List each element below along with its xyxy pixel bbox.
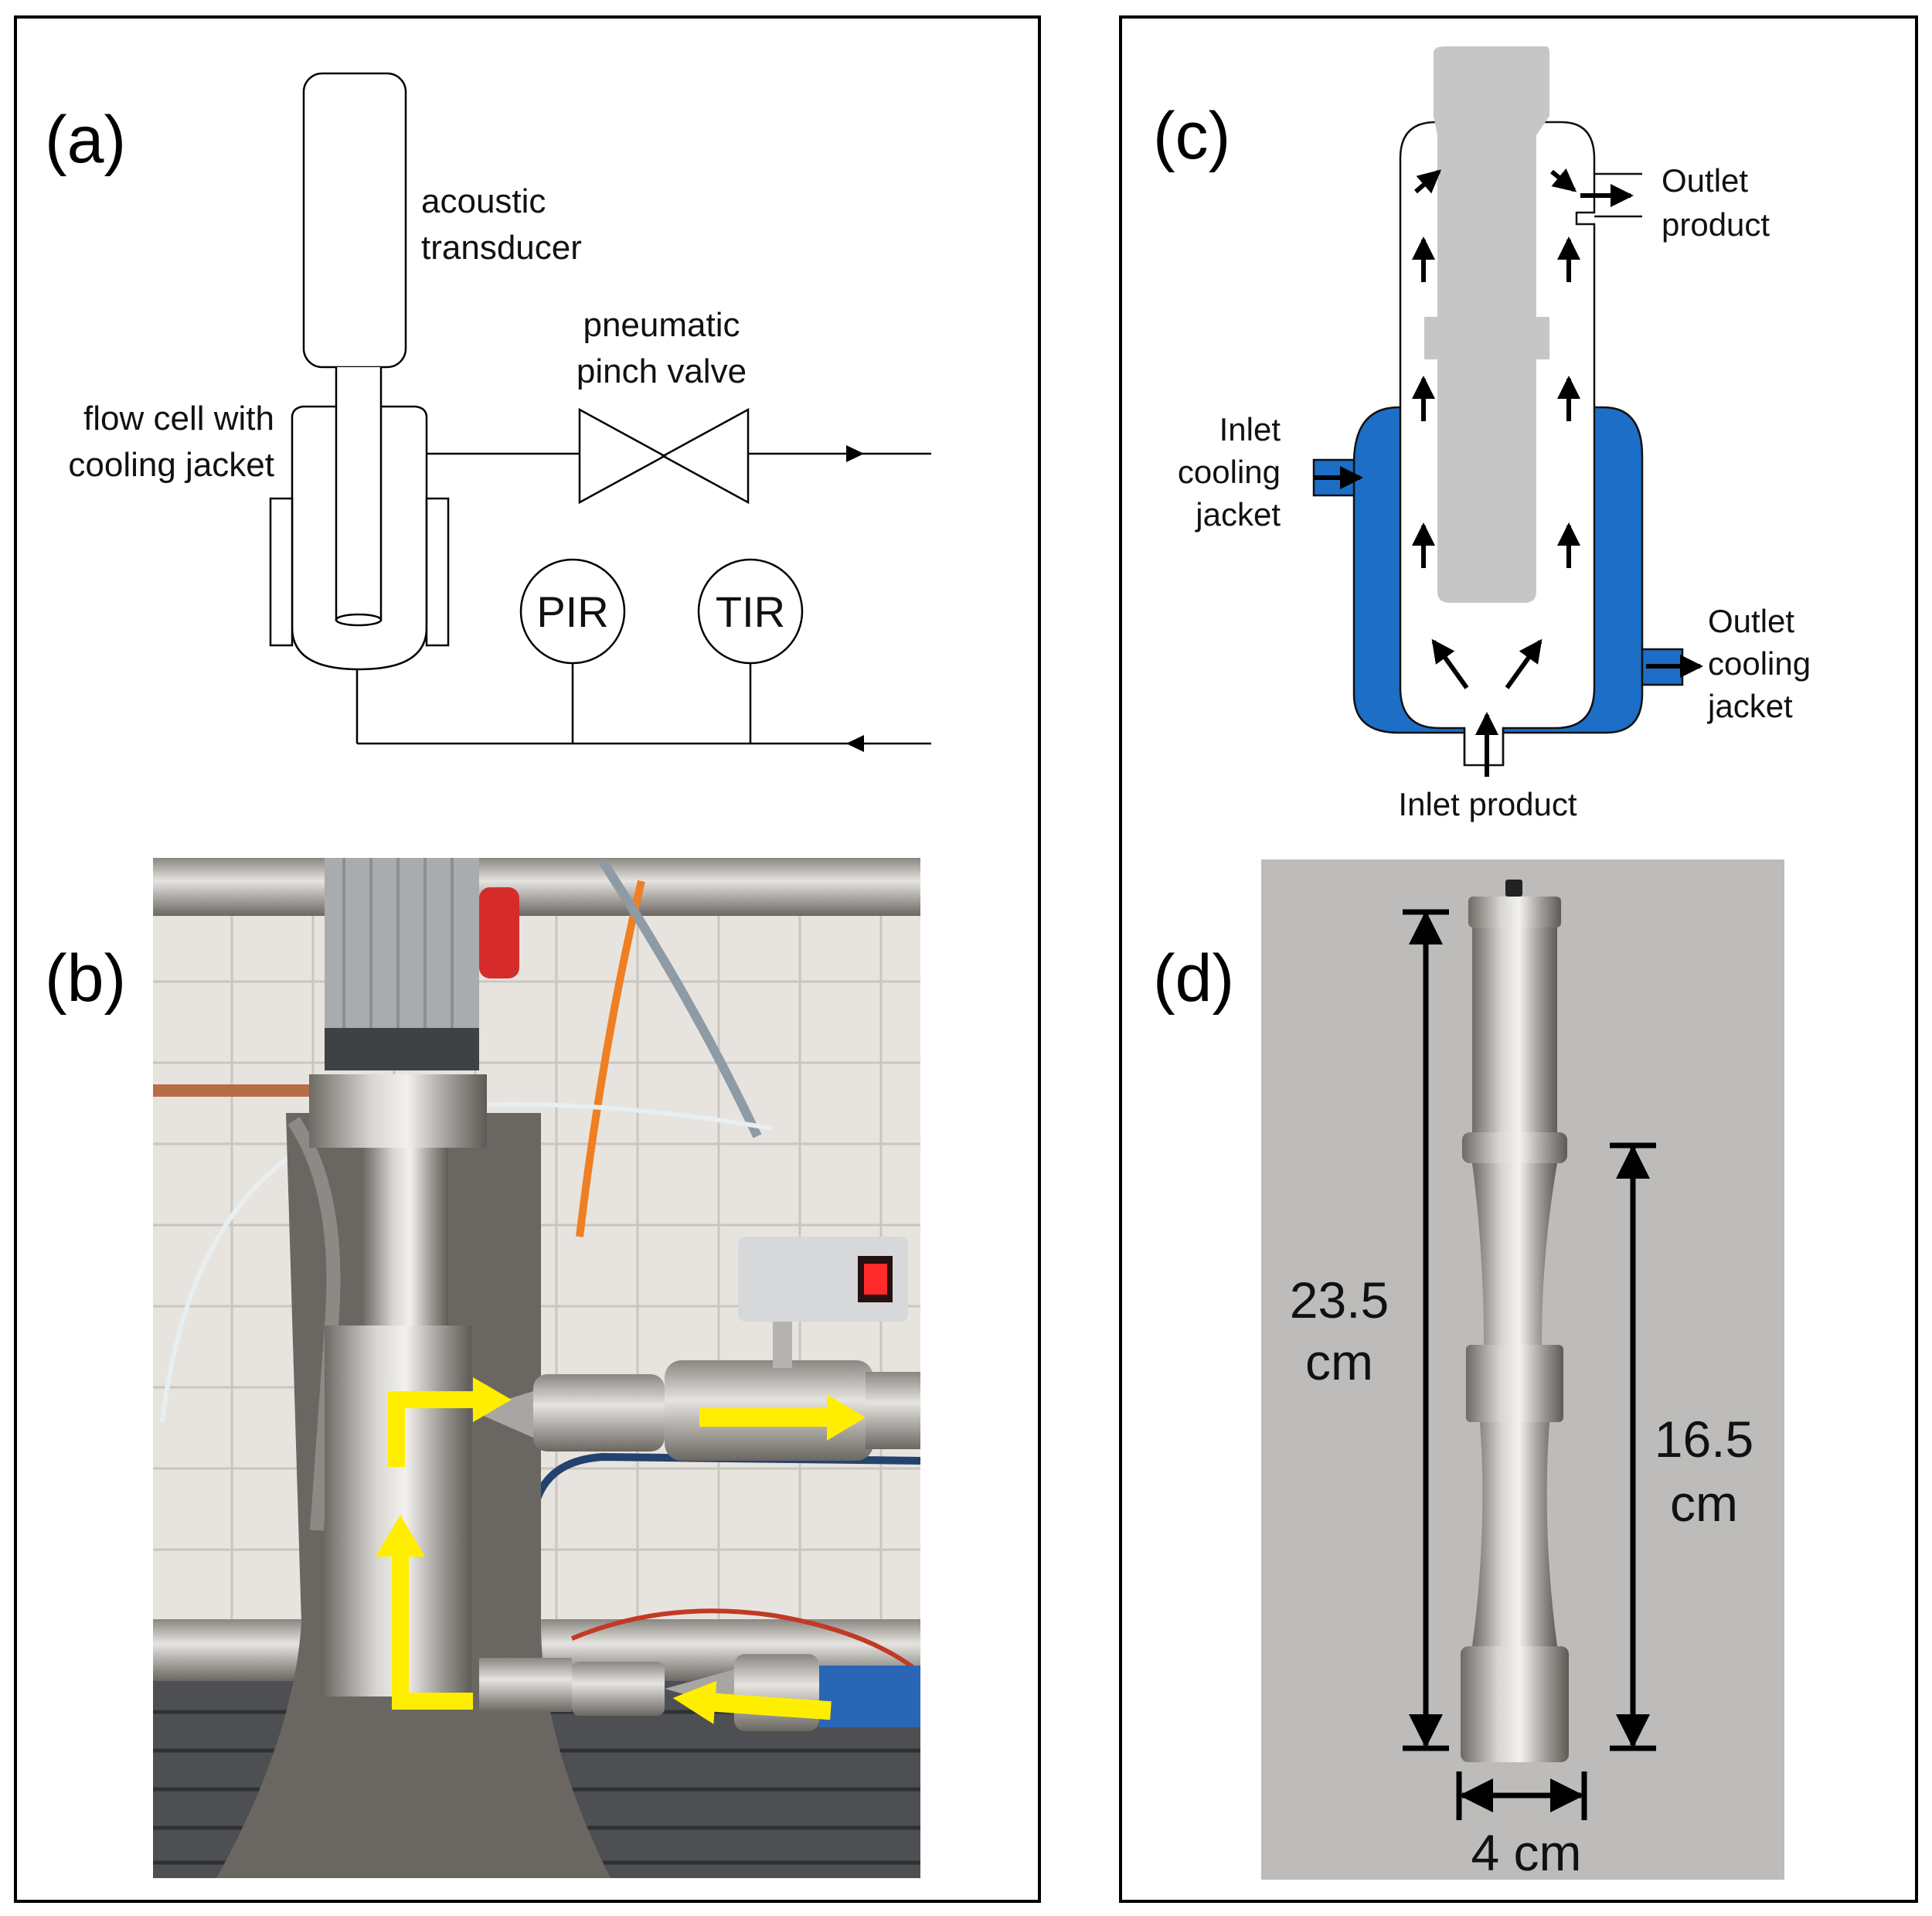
dim-total-value: 23.5	[1290, 1271, 1389, 1329]
panel-c: (c)	[1153, 46, 1811, 822]
acoustic-transducer	[302, 72, 407, 369]
outlet-product-label-1: Outlet	[1662, 162, 1748, 199]
panel-a-letter: (a)	[45, 103, 126, 177]
panel-b-photo: (b)	[45, 858, 920, 1878]
panel-d-letter: (d)	[1153, 941, 1234, 1016]
valve-label-line2: pinch valve	[577, 352, 747, 390]
dim-partial-value: 16.5	[1655, 1411, 1753, 1468]
outlet-product-label-2: product	[1662, 206, 1770, 243]
inlet-product-label: Inlet product	[1398, 786, 1577, 822]
sonotrode-probe	[335, 367, 383, 621]
dim-width-label: 4 cm	[1471, 1824, 1581, 1881]
panel-a: (a) PIR TIR acoustic transducer pneumati…	[45, 72, 931, 752]
inlet-arrow	[846, 735, 864, 752]
inlet-cooling-label-1: Inlet	[1219, 411, 1281, 448]
outlet-cooling-label-3: jacket	[1706, 688, 1793, 724]
outlet-arrow	[846, 445, 864, 462]
panel-c-letter: (c)	[1153, 99, 1230, 173]
product-inlet-nozzle	[1463, 728, 1505, 765]
product-outlet-nozzle	[1594, 172, 1642, 218]
sonotrode-grey	[1424, 46, 1549, 603]
sonotrode-photo	[1461, 880, 1569, 1762]
cooling-jacket-shape	[1352, 402, 1403, 403]
cooling-jacket-left	[269, 497, 294, 647]
panel-b-letter: (b)	[45, 941, 126, 1016]
left-panel-frame	[14, 15, 1041, 1903]
tir-indicator	[697, 558, 804, 665]
acoustic-label-line2: transducer	[421, 229, 582, 267]
pir-indicator	[519, 558, 626, 665]
acoustic-label-line1: acoustic	[421, 182, 546, 220]
pinch-valve-icon	[578, 407, 750, 505]
flowcell-label-line1: flow cell with	[83, 400, 274, 437]
valve-label-line1: pneumatic	[583, 306, 740, 344]
flow-arrows-c	[1314, 168, 1703, 777]
flowcell-label-line2: cooling jacket	[68, 446, 274, 484]
flow-arrows	[376, 1377, 866, 1724]
dimension-lines	[1403, 909, 1656, 1820]
probe-tip	[335, 613, 383, 627]
dim-partial-unit: cm	[1670, 1475, 1738, 1532]
outlet-cooling-label-2: cooling	[1708, 645, 1811, 682]
tir-label: TIR	[716, 587, 785, 636]
inlet-cooling-label-2: cooling	[1178, 454, 1281, 490]
pir-label: PIR	[536, 587, 608, 636]
right-panel-frame	[1119, 15, 1918, 1903]
panel-d: (d) 23.5 cm 16.	[1153, 859, 1784, 1881]
inlet-cooling-label-3: jacket	[1194, 496, 1281, 533]
cooling-jacket-right	[425, 497, 450, 647]
outlet-cooling-label-1: Outlet	[1708, 603, 1794, 639]
dim-total-unit: cm	[1305, 1333, 1373, 1390]
